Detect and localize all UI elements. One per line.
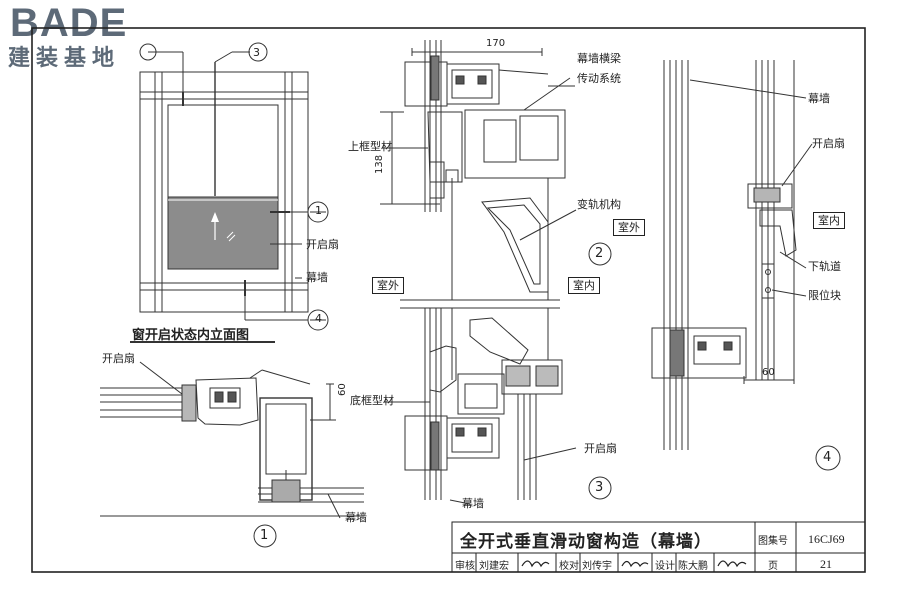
detail2-dim-height: 138 [374,154,385,174]
page-number: 21 [820,557,832,571]
elevation-drawing [130,42,329,343]
detail-1-drawing [100,361,364,548]
detail4-lower-rail-label: 下轨道 [808,260,841,273]
detail2-rail-label: 变轨机构 [577,198,621,211]
atlas-number: 16CJ69 [808,532,845,546]
detail3-sash-label: 开启扇 [584,442,617,455]
detail2-drive-label: 传动系统 [577,72,621,85]
brand-logo: BADE [10,1,128,45]
detail4-indoor-box: 室内 [813,212,845,229]
detail2-dim-width: 170 [486,38,506,49]
marker-4-label: 4 [315,312,322,325]
page-label: 页 [768,561,778,572]
detail1-number: 1 [260,528,269,543]
detail4-number: 4 [823,450,832,465]
elevation-wall-label: 幕墙 [306,271,328,284]
brand-subtitle: 建装基地 [8,46,121,71]
detail4-wall-label: 幕墙 [808,92,830,105]
detail1-sash-label: 开启扇 [102,352,135,365]
drawing-title: 全开式垂直滑动窗构造（幕墙） [460,532,712,552]
sheet-border [31,27,866,573]
detail2-top-frame-label: 上框型材 [348,140,392,153]
check-name: 刘传宇 [582,561,612,572]
detail1-wall-label: 幕墙 [345,511,367,524]
detail2-outdoor-box-right: 室外 [613,219,645,236]
detail4-stop-label: 限位块 [808,289,841,302]
elevation-sash-label: 开启扇 [306,238,339,251]
review-label: 审核 [455,561,475,572]
elevation-caption: 窗开启状态内立面图 [132,328,250,343]
detail-4-drawing [651,60,841,471]
detail3-number: 3 [595,480,604,495]
detail-3-drawing [384,307,612,505]
marker-1-label: 1 [315,204,322,217]
detail3-bottom-frame-label: 底框型材 [350,394,394,407]
detail2-beam-label: 幕墙横梁 [577,52,621,65]
review-name: 刘建宏 [479,561,509,572]
detail3-wall-label: 幕墙 [462,497,484,510]
marker-3-label: 3 [253,46,260,59]
detail2-number: 2 [595,246,604,261]
detail4-dim: 60 [762,367,775,378]
atlas-number-label: 图集号 [758,536,788,547]
detail4-sash-label: 开启扇 [812,137,845,150]
detail2-outdoor-box: 室外 [372,277,404,294]
detail1-dim: 60 [337,383,348,396]
detail-2-drawing [380,40,612,301]
design-name: 陈大鹏 [678,561,708,572]
design-label: 设计 [655,561,675,572]
title-block-lines [451,521,866,573]
signature-marks [521,560,747,568]
detail2-indoor-box: 室内 [568,277,600,294]
check-label: 校对 [559,561,579,572]
